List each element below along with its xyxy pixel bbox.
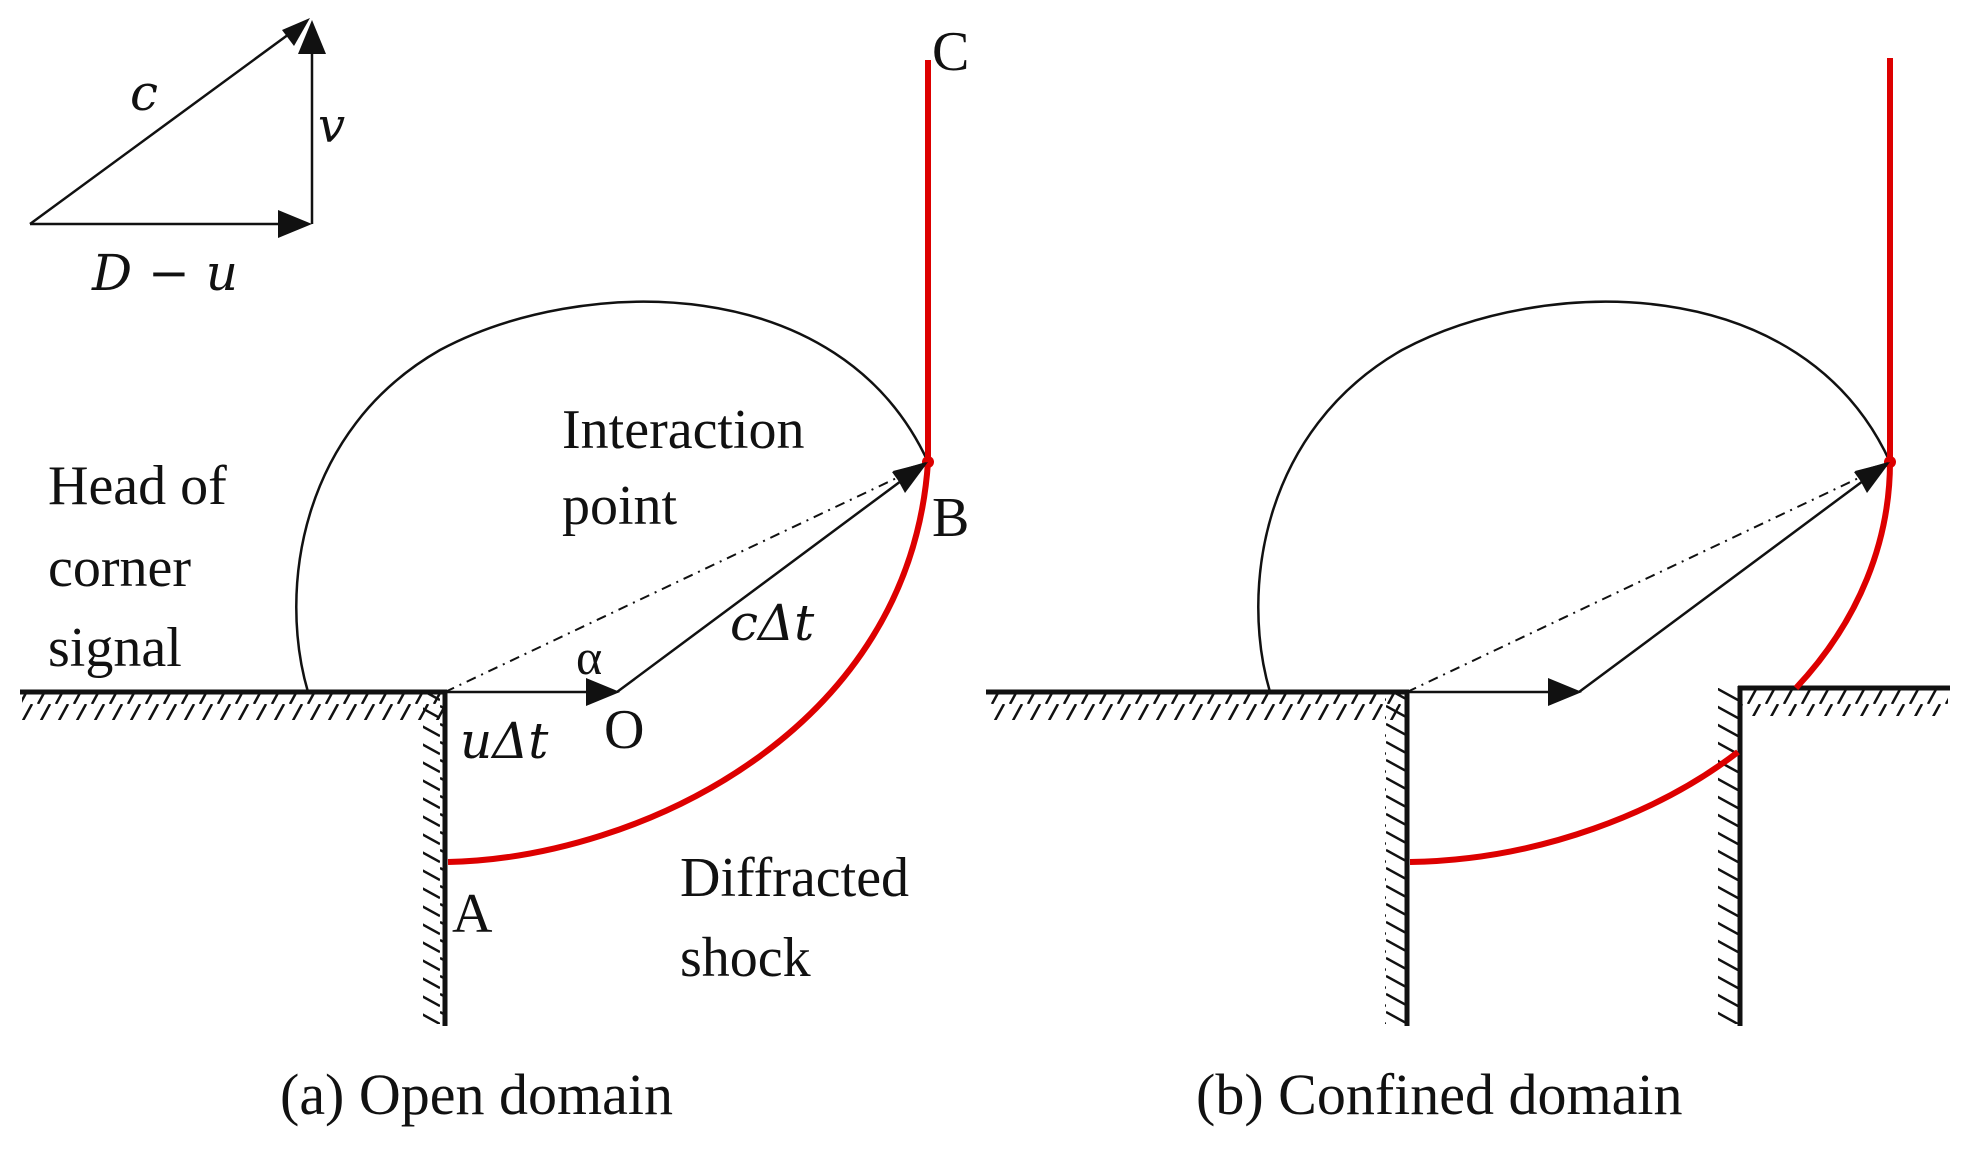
label-v: v [318,98,345,154]
u-dt-arrowhead-b [1548,678,1582,706]
label-c: c [130,64,158,122]
label-u-dt: uΔt [460,712,549,770]
label-point-o: O [604,699,644,761]
label-head-of-corner-signal-2: corner [48,537,191,599]
label-diffracted-shock-2: shock [680,927,811,989]
c-dt-arrowhead-b [1854,462,1888,490]
label-diffracted-shock-1: Diffracted [680,847,909,909]
c-dt-vector-b [1578,476,1868,694]
c-vector [29,24,301,226]
corner-signal-arc [295,300,930,693]
left-wall-hatch-vertical [1385,692,1407,1024]
label-alpha: α [576,629,602,685]
v-arrowhead [298,20,326,54]
diffracted-shock-lower-b [1409,749,1740,865]
wall-hatch-vertical [423,692,445,1024]
corner-to-b-line-b [1406,465,1885,693]
right-wall-hatch-horizontal [1738,688,1948,716]
caption-panel-a: (a) Open domain [280,1062,673,1127]
label-head-of-corner-signal-3: signal [48,617,182,679]
label-point-a: A [452,883,493,945]
label-point-b: B [932,487,969,549]
d-minus-u-arrowhead [278,210,312,238]
corner-signal-arc-b [1257,300,1892,693]
label-c-dt: cΔt [730,594,815,652]
u-dt-arrowhead [586,678,620,706]
c-dt-arrowhead [892,462,926,490]
label-point-c: C [932,21,969,83]
wall-hatch-horizontal [22,692,444,720]
c-dt-vector [616,476,906,694]
corner-to-b-line [444,465,923,693]
panel-a-open-domain: C B A O α uΔt cΔt Interaction point Head… [20,21,969,1127]
right-wall-hatch-vertical [1718,688,1740,1024]
diffracted-shock-upper-b [1793,461,1893,691]
label-head-of-corner-signal-1: Head of [48,455,227,517]
left-wall-hatch-horizontal [988,692,1406,720]
diffracted-shock [447,461,931,865]
velocity-triangle: c v D − u [29,18,345,302]
label-interaction-point-1: Interaction [562,399,805,461]
label-interaction-point-2: point [562,475,678,537]
panel-b-confined-domain: (b) Confined domain [986,58,1950,1127]
label-d-minus-u: D − u [91,244,238,302]
caption-panel-b: (b) Confined domain [1196,1062,1682,1127]
c-arrowhead [282,18,310,46]
